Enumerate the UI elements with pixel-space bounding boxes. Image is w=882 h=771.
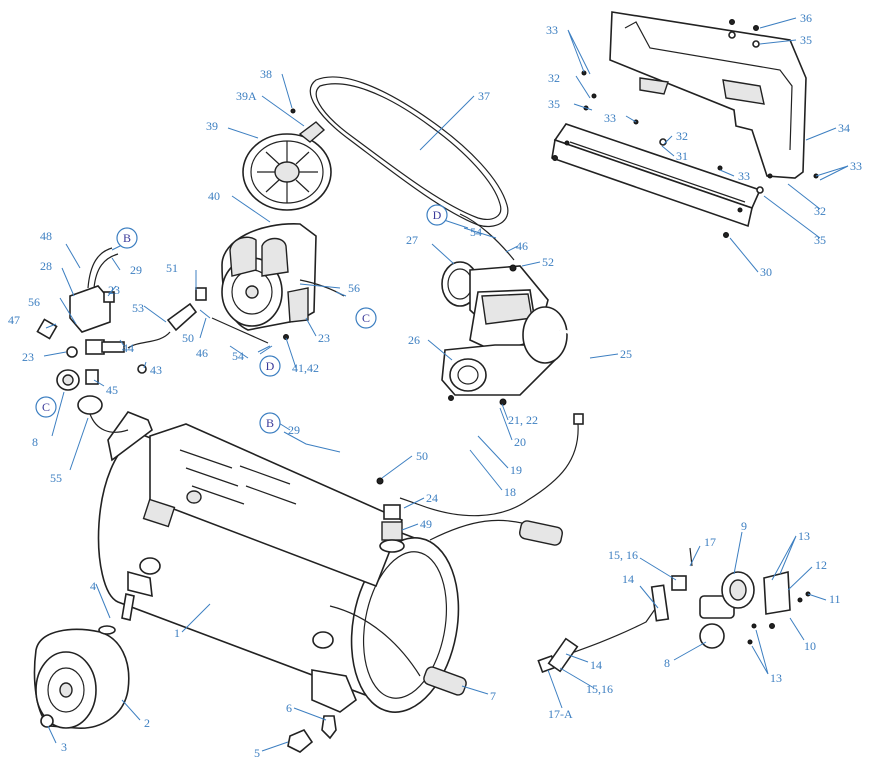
wheel	[33, 625, 130, 729]
callout-53: 53	[132, 301, 144, 315]
leader-lines	[43, 17, 849, 752]
callout-43: 43	[150, 363, 162, 377]
callout-38: 38	[260, 67, 272, 81]
callout-54-pump: 54	[470, 225, 482, 239]
electric-motor	[221, 223, 317, 340]
callout-14-upper: 14	[622, 572, 634, 586]
callout-39-a: 39A	[236, 89, 257, 103]
callout-27: 27	[406, 233, 418, 247]
callout-29-lower: 29	[288, 423, 300, 437]
callout-52: 52	[542, 255, 554, 269]
callout-32-left: 32	[548, 71, 560, 85]
callout-2: 2	[144, 716, 150, 730]
callout-13-upper: 13	[798, 529, 810, 543]
callout-46-pump: 46	[516, 239, 528, 253]
callout-35-right: 35	[814, 233, 826, 247]
discharge-tube	[399, 328, 589, 517]
callout-26: 26	[408, 333, 420, 347]
check-valve	[376, 477, 405, 553]
callout-39: 39	[206, 119, 218, 133]
callout-41-42: 41,42	[292, 361, 319, 375]
callout-4: 4	[90, 579, 96, 593]
guard-bracket	[551, 123, 762, 228]
callout-15-16-lower: 15,16	[586, 682, 613, 696]
connector-circles: B B C C D D	[35, 204, 448, 434]
callout-44: 44	[122, 341, 134, 355]
connector-d-top: D	[433, 208, 442, 222]
callout-46-left: 46	[196, 346, 208, 360]
callout-35-left: 35	[548, 97, 560, 111]
callout-36: 36	[800, 11, 812, 25]
callout-19: 19	[510, 463, 522, 477]
regulator-assembly	[537, 547, 811, 674]
callout-35-top: 35	[800, 33, 812, 47]
bottom-small-parts	[287, 715, 337, 753]
callout-20: 20	[514, 435, 526, 449]
callout-18: 18	[504, 485, 516, 499]
motor-pulley	[242, 108, 332, 211]
callout-5: 5	[254, 746, 260, 760]
callout-34: 34	[838, 121, 850, 135]
callout-31: 31	[676, 149, 688, 163]
callout-51: 51	[166, 261, 178, 275]
callout-33-bracket: 33	[738, 169, 750, 183]
drive-belt	[309, 76, 509, 227]
callout-33-right: 33	[850, 159, 862, 173]
callout-25: 25	[620, 347, 632, 361]
tank-handle	[329, 519, 563, 696]
connector-d-bottom: D	[266, 359, 275, 373]
callout-10: 10	[804, 639, 816, 653]
callout-37: 37	[478, 89, 490, 103]
callout-23-motor: 23	[318, 331, 330, 345]
tank-feet	[121, 570, 357, 713]
connector-b-bottom: B	[266, 416, 274, 430]
callout-48: 48	[40, 229, 52, 243]
callout-40: 40	[208, 189, 220, 203]
callout-32-mid: 32	[676, 129, 688, 143]
callout-32-right: 32	[814, 204, 826, 218]
belt-guard	[609, 11, 807, 179]
callout-12: 12	[815, 558, 827, 572]
callout-49: 49	[420, 517, 432, 531]
callout-30: 30	[760, 265, 772, 279]
connector-b-top: B	[123, 231, 131, 245]
callout-17-a: 17-A	[548, 707, 573, 721]
callout-1: 1	[174, 626, 180, 640]
callout-33-top: 33	[546, 23, 558, 37]
callout-28: 28	[40, 259, 52, 273]
callout-24: 24	[426, 491, 438, 505]
callout-labels: 1 2 3 4 5 6 7 8 8 9 10 11 12 13 13 14 14…	[8, 11, 862, 760]
callout-50-left: 50	[182, 331, 194, 345]
callout-13-lower: 13	[770, 671, 782, 685]
callout-33-mid: 33	[604, 111, 616, 125]
callout-7: 7	[490, 689, 496, 703]
callout-47: 47	[8, 313, 20, 327]
callout-6: 6	[286, 701, 292, 715]
callout-56-motor: 56	[348, 281, 360, 295]
callout-29-upper: 29	[130, 263, 142, 277]
guard-fasteners	[552, 19, 819, 238]
callout-11: 11	[829, 592, 841, 606]
pressure-switch-assembly	[36, 247, 269, 415]
callout-23-upper: 23	[108, 283, 120, 297]
connector-c-top: C	[362, 311, 370, 325]
callout-23-left: 23	[22, 350, 34, 364]
callout-3: 3	[61, 740, 67, 754]
compressor-pump	[441, 261, 568, 406]
callout-17: 17	[704, 535, 716, 549]
callout-50-tank: 50	[416, 449, 428, 463]
callout-21-22: 21, 22	[508, 413, 538, 427]
callout-54-left: 54	[232, 349, 244, 363]
connector-c-bottom: C	[42, 400, 50, 414]
callout-56-left: 56	[28, 295, 40, 309]
callout-55: 55	[50, 471, 62, 485]
callout-8-left: 8	[32, 435, 38, 449]
callout-15-16-upper: 15, 16	[608, 548, 638, 562]
callout-45: 45	[106, 383, 118, 397]
callout-9: 9	[741, 519, 747, 533]
callout-8-right: 8	[664, 656, 670, 670]
callout-14-lower: 14	[590, 658, 602, 672]
